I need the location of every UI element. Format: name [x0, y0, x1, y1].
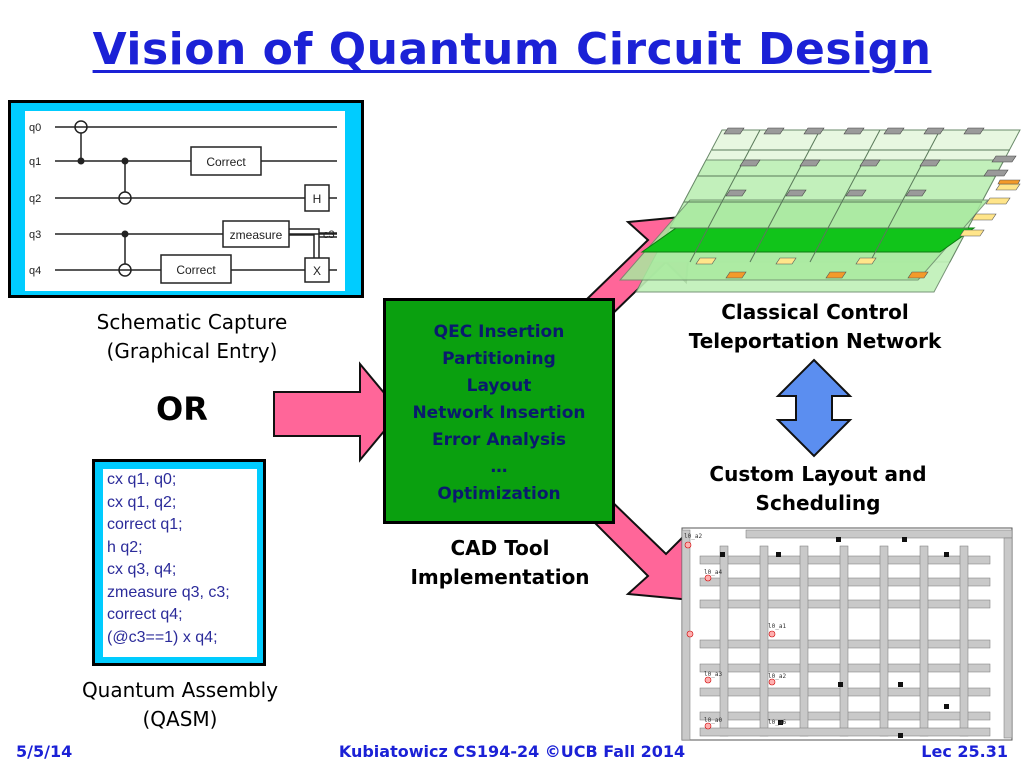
gate-x [304, 257, 330, 283]
qasm-listing: cx q1, q0; cx q1, q2; correct q1; h q2; … [103, 469, 257, 657]
layout-cell-label: l0_a6 [768, 719, 786, 726]
qasm-line: zmeasure q3, c3; [107, 583, 230, 601]
gate-zmeasure [222, 220, 290, 248]
footer-date: 5/5/14 [16, 742, 73, 761]
layout-cell-label: l0_a0 [704, 717, 722, 724]
schematic-frame: Correct H zmeasure Correct X c3 q0 q1 q2… [8, 100, 364, 298]
network-graphic [618, 127, 1021, 293]
wire-label-q0: q0 [29, 122, 41, 134]
input-arrow [273, 361, 402, 463]
layout-cell-label: l0_a3 [704, 671, 722, 678]
network-caption-line2: Teleportation Network [688, 329, 942, 353]
layout-cell-label: l0_a2 [684, 533, 702, 540]
network-caption-line1: Classical Control [721, 300, 909, 324]
control-dot-q1b [121, 157, 129, 165]
gate-correct-top [190, 146, 262, 176]
schematic-caption-line2: (Graphical Entry) [106, 339, 278, 363]
cad-step: … [490, 457, 508, 477]
cad-step: Optimization [437, 484, 561, 504]
slide-title: Vision of Quantum Circuit Design [92, 24, 932, 75]
gate-correct-top-label: Correct [206, 155, 246, 169]
footer-course: Kubiatowicz CS194-24 ©UCB Fall 2014 [338, 742, 686, 761]
layout-cell-label: l0_a1 [768, 623, 786, 630]
qasm-caption: Quantum Assembly (QASM) [30, 676, 330, 734]
or-label: OR [156, 390, 208, 428]
gate-h-label: H [313, 192, 322, 206]
cad-step: QEC Insertion [433, 322, 565, 342]
qasm-line: correct q4; [107, 606, 183, 623]
circuit-diagram: Correct H zmeasure Correct X c3 q0 q1 q2… [29, 120, 337, 284]
wire-label-q3: q3 [29, 229, 41, 241]
gate-x-label: X [313, 264, 321, 278]
wire-label-q4: q4 [29, 265, 41, 277]
qasm-line: cx q1, q0; [107, 471, 177, 488]
qasm-line: correct q1; [107, 516, 183, 533]
wire-label-q2: q2 [29, 193, 41, 205]
layout-caption: Custom Layout and Scheduling [678, 460, 958, 518]
schematic-canvas: Correct H zmeasure Correct X c3 q0 q1 q2… [25, 111, 345, 291]
layout-caption-line2: Scheduling [755, 491, 881, 515]
qasm-frame: cx q1, q0; cx q1, q2; correct q1; h q2; … [92, 459, 266, 666]
cad-step: Error Analysis [431, 430, 567, 450]
cad-caption: CAD Tool Implementation [380, 534, 620, 592]
qasm-line: h q2; [107, 538, 143, 556]
schematic-caption-line1: Schematic Capture [96, 310, 288, 334]
layout-cell-label: l0_a2 [768, 673, 786, 680]
qasm-line: cx q3, q4; [107, 561, 177, 578]
wire-label-q1: q1 [29, 156, 41, 168]
gate-correct-bottom-label: Correct [176, 263, 216, 277]
qasm-line: cx q1, q2; [107, 493, 177, 511]
gate-zmeasure-label: zmeasure [230, 228, 283, 242]
control-dot-q3 [121, 230, 129, 238]
gate-h [304, 184, 330, 212]
gate-correct-bottom [160, 254, 232, 284]
layout-caption-line1: Custom Layout and [709, 462, 927, 486]
layout-cell-label: l0_a4 [704, 569, 722, 576]
classical-wire-label: c3 [323, 229, 335, 241]
cad-caption-line1: CAD Tool [450, 536, 550, 560]
cad-caption-line2: Implementation [410, 565, 590, 589]
cad-tool-box: QEC Insertion Partitioning Layout Networ… [383, 298, 615, 524]
control-dot-q1 [77, 157, 85, 165]
qasm-caption-line1: Quantum Assembly [81, 678, 279, 702]
layout-graphic: l0_a2 l0_a4 l0_a1 l0_a3 l0_a2 l0_a0 l0_a… [681, 527, 1013, 741]
schematic-caption: Schematic Capture (Graphical Entry) [44, 308, 340, 366]
footer-lecture: Lec 25.31 [921, 742, 1008, 761]
cad-step: Partitioning [442, 349, 556, 369]
network-caption: Classical Control Teleportation Network [660, 298, 970, 356]
bidirectional-arrow [775, 358, 853, 458]
cad-step: Network Insertion [412, 403, 586, 423]
qasm-caption-line2: (QASM) [142, 707, 218, 731]
qasm-line: (@c3==1) x q4; [107, 628, 218, 646]
cad-step: Layout [466, 376, 532, 396]
